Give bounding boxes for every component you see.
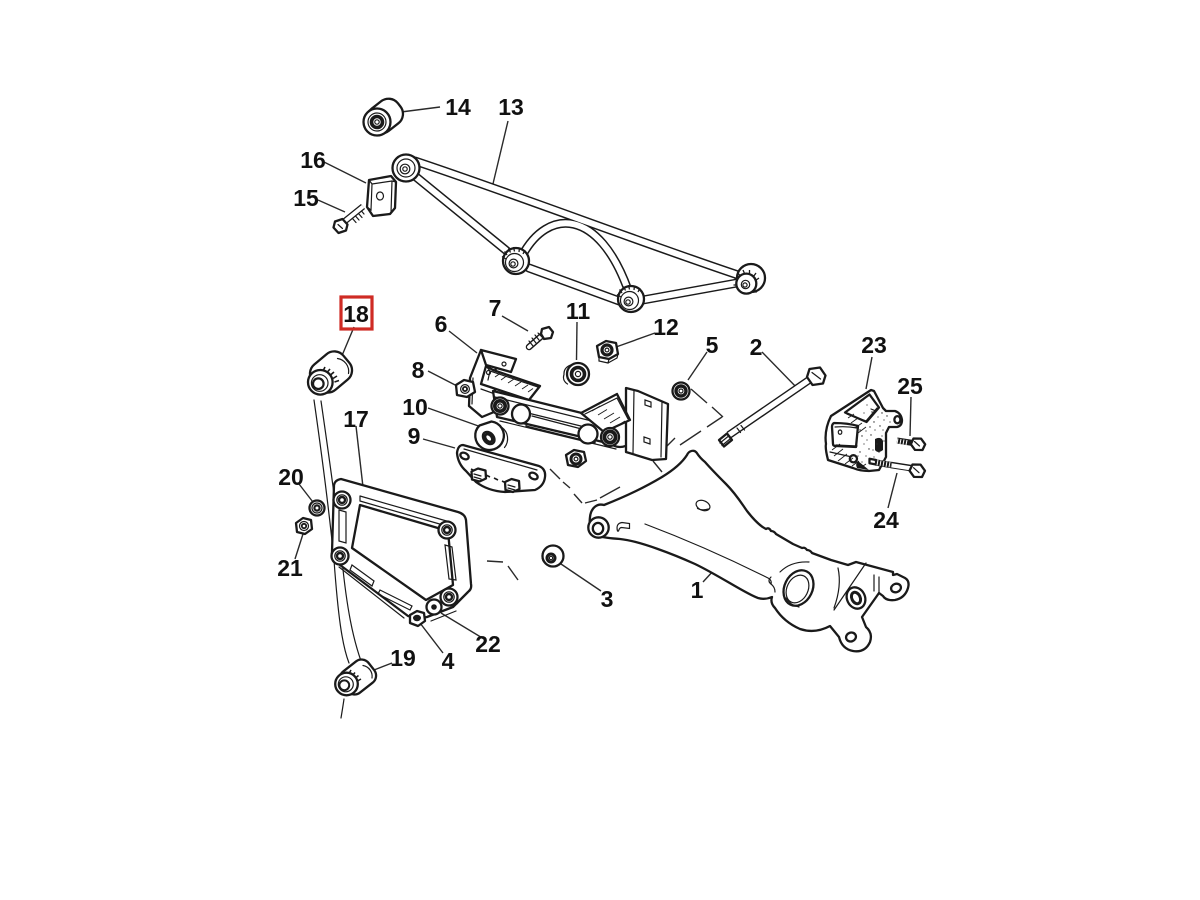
svg-text:21: 21 (277, 555, 303, 581)
svg-text:18: 18 (343, 301, 369, 327)
svg-text:6: 6 (435, 311, 448, 337)
svg-text:5: 5 (706, 332, 719, 358)
svg-text:8: 8 (412, 357, 425, 383)
svg-text:13: 13 (498, 94, 524, 120)
svg-text:23: 23 (861, 332, 887, 358)
svg-text:11: 11 (566, 298, 591, 324)
svg-text:10: 10 (402, 394, 428, 420)
svg-text:3: 3 (601, 586, 614, 612)
svg-text:22: 22 (475, 631, 501, 657)
svg-text:14: 14 (445, 94, 471, 120)
svg-text:12: 12 (653, 314, 679, 340)
svg-text:25: 25 (897, 373, 923, 399)
svg-text:17: 17 (343, 406, 369, 432)
svg-text:19: 19 (390, 645, 416, 671)
svg-text:7: 7 (489, 295, 502, 321)
svg-text:20: 20 (278, 464, 304, 490)
svg-text:4: 4 (442, 648, 455, 674)
svg-text:24: 24 (873, 507, 899, 533)
svg-text:1: 1 (691, 577, 704, 603)
svg-text:2: 2 (750, 334, 763, 360)
svg-text:16: 16 (300, 147, 326, 173)
svg-text:15: 15 (293, 185, 319, 211)
svg-text:9: 9 (408, 423, 421, 449)
